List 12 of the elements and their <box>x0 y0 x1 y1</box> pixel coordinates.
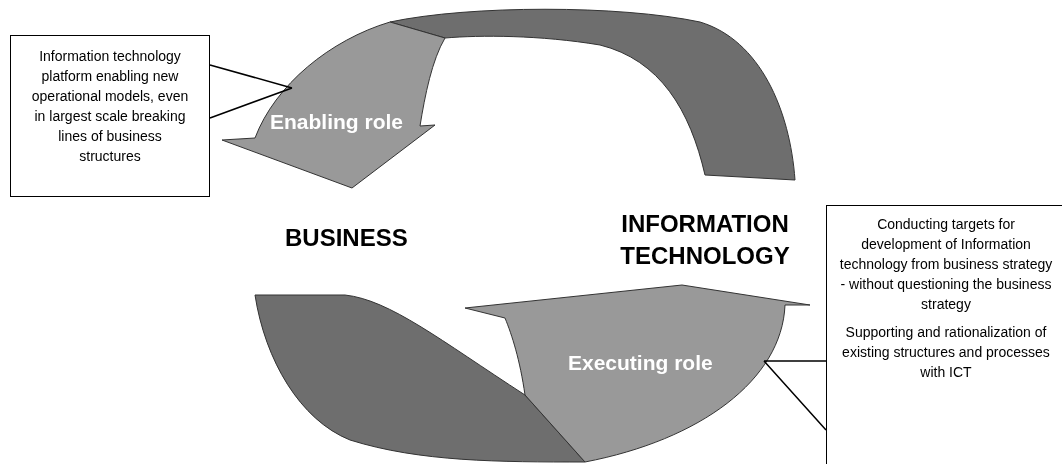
callout-box <box>826 205 1062 464</box>
arrow-label: Enabling role <box>270 109 403 135</box>
arrow-shape <box>465 283 811 463</box>
heading-label: INFORMATION TECHNOLOGY <box>619 209 791 271</box>
callout-text: Information technology platform enabling new operational models, even in largest scale breaking lines of business structures <box>30 47 190 166</box>
callout-text: Conducting targets for development of Information technology from business strategy - without questioning the business strategy <box>838 215 1054 314</box>
callout-box <box>10 35 210 197</box>
heading-label: BUSINESS <box>285 223 409 253</box>
leader-line <box>763 360 827 431</box>
arrow-label: Executing role <box>568 350 713 376</box>
callout-text: Supporting and rationalization of existing structures and processes with ICT <box>841 323 1051 382</box>
leader-line <box>209 64 293 119</box>
